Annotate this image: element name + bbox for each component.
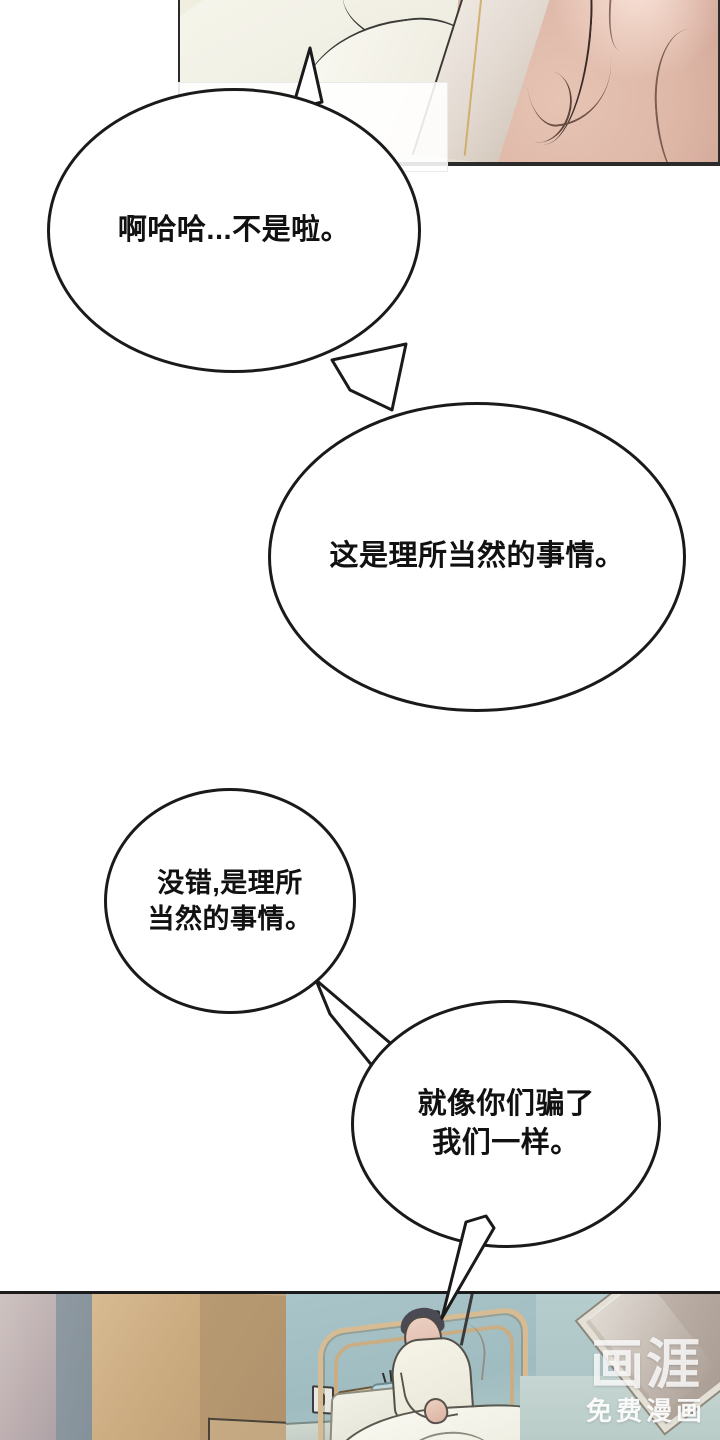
- panel-top-right-edge: [718, 0, 720, 164]
- speech-bubble-2: 这是理所当然的事情。: [268, 402, 686, 712]
- speech-tail-bubble-1-to-bubble-2: [310, 338, 430, 448]
- speech-bubble-3: 没错,是理所 当然的事情。: [104, 788, 356, 1014]
- speech-bubble-2-text: 这是理所当然的事情。: [329, 540, 625, 573]
- panel-top-bottom-edge: [180, 162, 720, 164]
- panel-bottom-artwork: 画涯 免费漫画: [0, 1291, 720, 1440]
- speech-bubble-1-text: 啊哈哈...不是啦。: [117, 213, 351, 246]
- speech-bubble-4: 就像你们骗了 我们一样。: [351, 1000, 661, 1248]
- speech-tail-bubble-4-to-panel-bottom: [428, 1198, 548, 1328]
- speech-bubble-1: 啊哈哈...不是啦。: [47, 88, 421, 373]
- cabinet-drawer: [208, 1417, 296, 1440]
- speech-bubble-3-text: 没错,是理所 当然的事情。: [147, 867, 313, 934]
- speech-bubble-4-text: 就像你们骗了 我们一样。: [417, 1087, 595, 1159]
